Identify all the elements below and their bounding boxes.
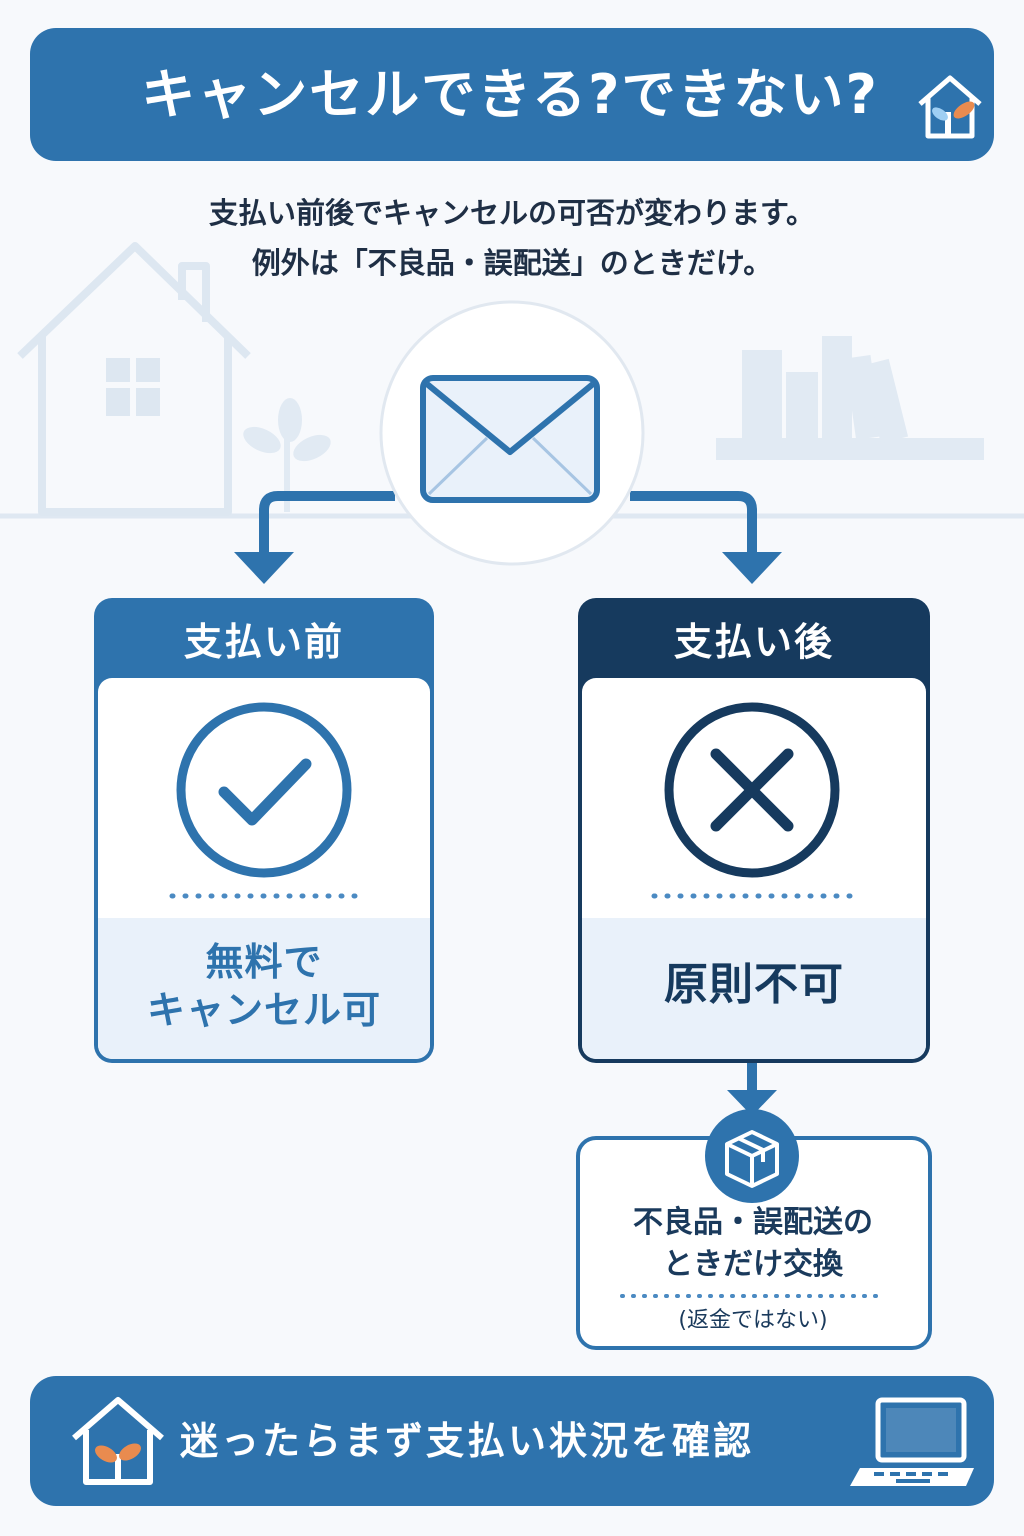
- check-circle-icon: [176, 702, 352, 878]
- before-result-line2: キャンセル可: [146, 988, 381, 1032]
- footer-message: 迷ったらまず支払い状況を確認: [180, 1419, 755, 1463]
- house-sprout-icon: [72, 1397, 164, 1485]
- card-before-payment: [94, 598, 434, 1063]
- arrow-head-right: [722, 552, 782, 584]
- page-title: キャンセルできる?できない?: [141, 63, 879, 126]
- exception-note: (返金ではない): [678, 1308, 828, 1333]
- arrow-head-left: [234, 552, 294, 584]
- after-payment-result: 原則不可: [664, 959, 844, 1010]
- exception-line1: 不良品・誤配送の: [633, 1205, 873, 1240]
- before-payment-label: 支払い前: [183, 620, 344, 664]
- check-icon: [218, 758, 312, 826]
- before-result-line1: 無料で: [205, 940, 323, 984]
- plant-illustration: [243, 398, 331, 512]
- subtitle-line1: 支払い前後でキャンセルの可否が変わります。: [208, 196, 816, 230]
- footer-banner: 迷ったらまず支払い状況を確認: [30, 1376, 994, 1506]
- before-payment-result: 無料で キャンセル可: [98, 938, 430, 1034]
- mail-icon: [379, 300, 645, 566]
- house-leaf-icon: [918, 75, 982, 139]
- house-illustration: [17, 242, 251, 516]
- branch-arrows: [259, 491, 757, 556]
- card-after-payment: [578, 598, 930, 1063]
- cross-circle-icon: [664, 702, 840, 878]
- exception-arrow-head: [727, 1090, 777, 1116]
- exception-box: [576, 1109, 932, 1350]
- package-icon: [725, 1130, 779, 1188]
- exception-line2: ときだけ交換: [663, 1247, 843, 1282]
- house-window: [106, 358, 160, 416]
- bookshelf-illustration: [716, 336, 984, 460]
- subtitle-line2: 例外は「不良品・誤配送」のときだけ。: [251, 246, 773, 280]
- laptop-icon: [850, 1397, 974, 1486]
- title-banner: キャンセルできる?できない?: [30, 28, 994, 161]
- cross-icon: [710, 748, 794, 832]
- after-payment-label: 支払い後: [673, 620, 834, 664]
